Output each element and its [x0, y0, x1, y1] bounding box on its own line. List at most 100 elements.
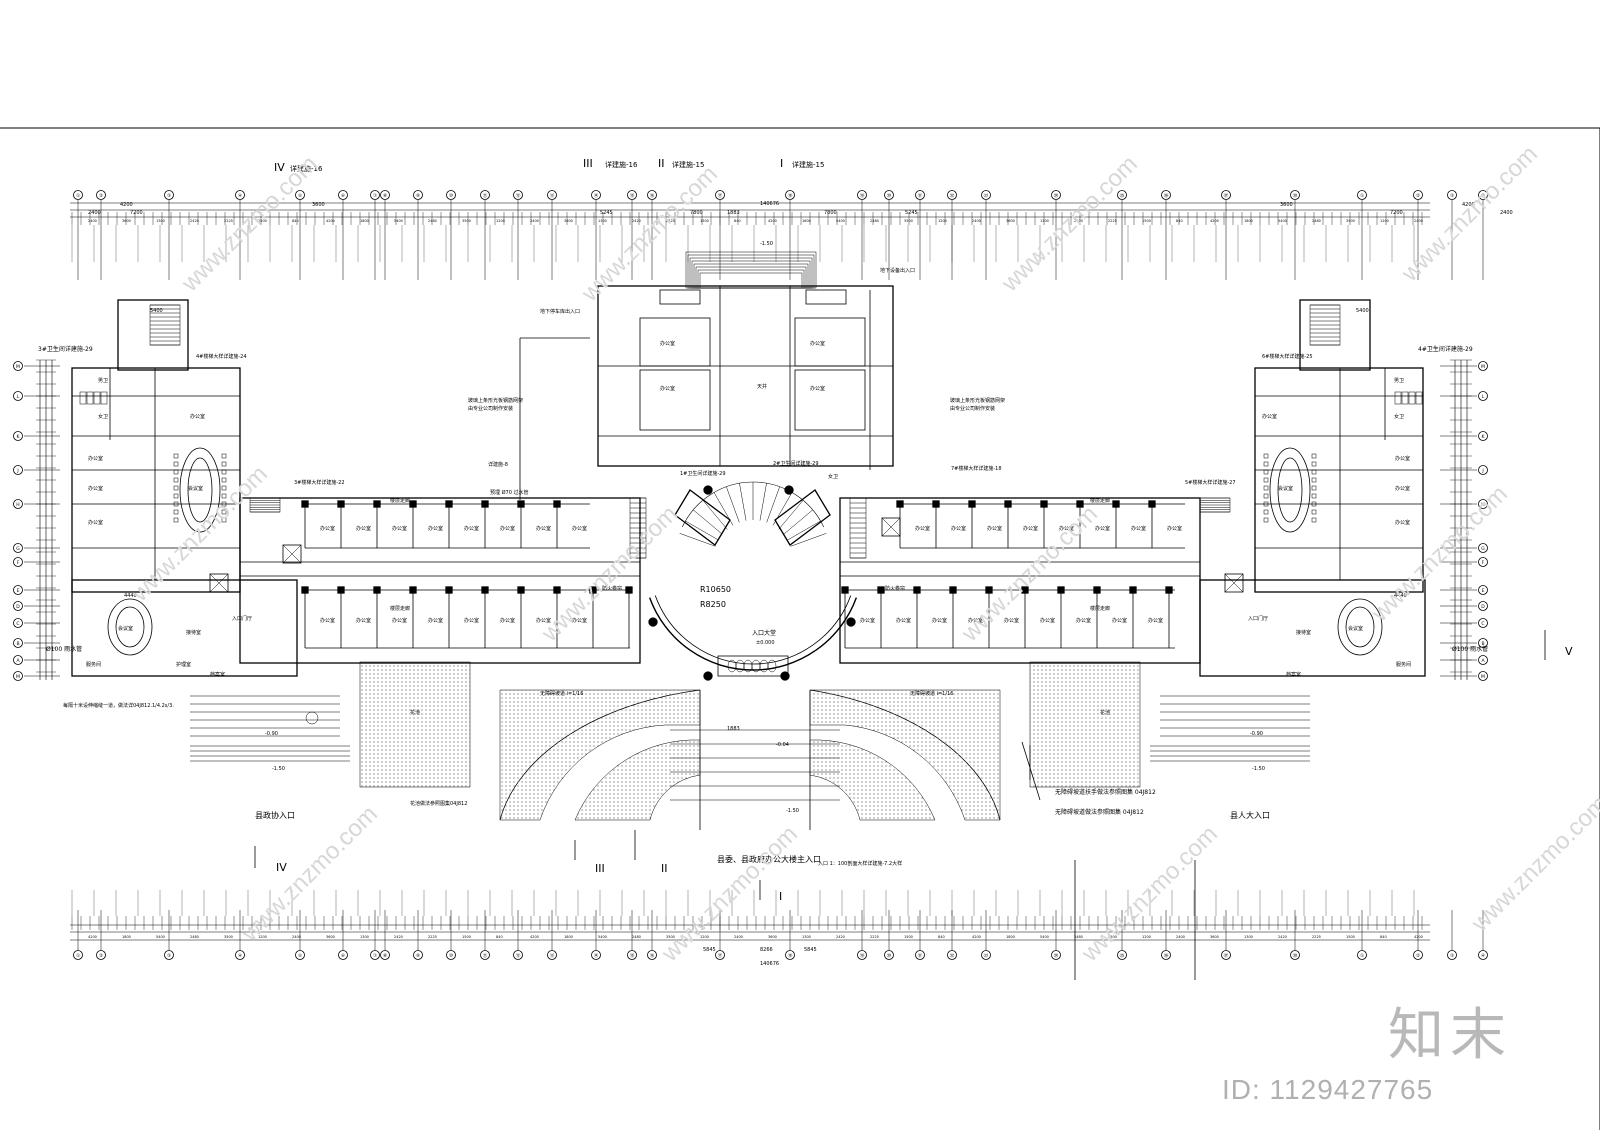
axis-label-right: A: [1481, 658, 1485, 664]
toilet-cubicle: [1394, 391, 1402, 405]
axis-label-right: D: [1481, 604, 1485, 610]
toilet-cubicle: [79, 391, 87, 405]
office-label-upper-right: 办公室: [1023, 525, 1038, 532]
left-wing-outline: [71, 367, 241, 593]
dimension-value-top: 1200: [938, 219, 947, 223]
central-room-b: [639, 369, 711, 431]
axis-label-bottom: ③: [1450, 953, 1454, 959]
right-wing-outline: [1254, 367, 1424, 593]
chair: [1311, 477, 1317, 483]
label-stair-29b: 4#卫生间详建施-29: [1418, 345, 1473, 353]
label-toilet-m-right: 男卫: [1394, 378, 1404, 384]
toilet-cubicle: [93, 391, 101, 405]
rotunda-spoke: [679, 533, 716, 547]
axis-label-left: C: [16, 621, 19, 627]
toilet-cubicle: [86, 391, 94, 405]
axis-label-right: M: [1481, 674, 1485, 680]
axis-bubble-bottom: [884, 950, 894, 960]
office-label-upper-right: 办公室: [1167, 525, 1182, 532]
office-label-lower-right: 办公室: [932, 617, 947, 624]
axis-label-left: D: [16, 604, 20, 610]
dim-7200-right: 7200: [1390, 210, 1403, 216]
dim-3600-a: 3600: [312, 202, 325, 208]
office-label-right-wing: 办公室: [1262, 413, 1277, 420]
label-level-150-center: -1.50: [786, 808, 799, 814]
chair: [1263, 477, 1269, 483]
entry-portico: [717, 655, 789, 677]
axis-label-left: F: [17, 560, 20, 566]
axis-bubble-bottom: [1161, 950, 1171, 960]
office-label-upper-right: 办公室: [1059, 525, 1074, 532]
flower-box: [805, 289, 847, 305]
dimension-value-top: 1500: [700, 219, 709, 223]
dimension-value-bottom: 1800: [122, 935, 131, 939]
dimension-value-bottom: 1200: [700, 935, 709, 939]
office-label-lower-right: 办公室: [1004, 617, 1019, 624]
dimension-value-top: 4200: [326, 219, 335, 223]
axis-bubble-top: [884, 190, 894, 200]
dim-5400-right: 5400: [1356, 308, 1369, 314]
axis-label-right: C: [1481, 621, 1484, 627]
axis-bubble-right: [1478, 601, 1488, 611]
axis-bubble-top: [715, 190, 725, 200]
axis-bubble-top: [857, 190, 867, 200]
axis-label-bottom: ⑱: [788, 952, 793, 959]
office-label-left-wing: 办公室: [88, 519, 103, 526]
chair: [173, 485, 179, 491]
axis-bubble-right: [1478, 499, 1488, 509]
meeting-table-small: [1337, 598, 1383, 656]
label-drain-left: Ø100 雨水管: [46, 645, 82, 653]
axis-bubble-top: [785, 190, 795, 200]
dimension-value-bottom: 4200: [530, 935, 539, 939]
axis-bubble-bottom: [1413, 950, 1423, 960]
meeting-table-inner: [1277, 457, 1303, 523]
axis-label-left: K: [17, 434, 21, 440]
dimension-value-bottom: 1300: [1244, 935, 1253, 939]
rotunda-column: [846, 617, 856, 627]
axis-label-bottom: ㉓: [984, 952, 989, 959]
label-right-entrance: 县人大入口: [1230, 810, 1270, 820]
flower-bed-right: [1029, 661, 1141, 788]
label-toilet-29: 1#卫生间详建施-29: [680, 470, 726, 477]
dimension-value-bottom: 1200: [1142, 935, 1151, 939]
axis-bubble-left: [13, 585, 23, 595]
axis-bubble-bottom: [1447, 950, 1457, 960]
chair: [1263, 501, 1269, 507]
axis-label-left: M: [16, 364, 20, 370]
dimension-value-top: 840: [1176, 219, 1183, 223]
dimension-value-bottom: 3500: [1108, 935, 1117, 939]
meeting-table-inner: [187, 457, 213, 523]
office-label-lower-left: 办公室: [572, 617, 587, 624]
dim-7200-left: 7200: [130, 210, 143, 216]
section-iii-top: III: [583, 157, 593, 170]
section-ii-top-note: 详建施-15: [672, 160, 704, 169]
axis-bubble-bottom: [96, 950, 106, 960]
chair: [221, 453, 227, 459]
axis-bubble-right: [1478, 618, 1488, 628]
chair: [221, 485, 227, 491]
dim-2400-left: 2400: [88, 210, 101, 216]
axis-label-top: ㉑: [918, 192, 923, 199]
dimension-value-top: 3500: [904, 219, 913, 223]
axis-label-top: ⑫: [516, 192, 521, 199]
axis-bubble-left: [13, 601, 23, 611]
dimension-value-top: 2400: [1414, 219, 1423, 223]
elevator-box: [209, 573, 229, 593]
office-label-right-wing: 办公室: [1395, 485, 1410, 492]
dimension-value-top: 1300: [156, 219, 165, 223]
dimension-value-bottom: 5400: [156, 935, 165, 939]
rotunda-spoke: [702, 500, 728, 530]
office-label-upper-right: 办公室: [915, 525, 930, 532]
axis-bubble-bottom: [1357, 950, 1367, 960]
axis-label-bottom: ⑧: [383, 953, 387, 959]
chair: [221, 517, 227, 523]
chair: [173, 517, 179, 523]
top-entry-step: [699, 272, 803, 289]
axis-bubble-top: [1117, 190, 1127, 200]
label-level-stair-left: -1.50: [272, 766, 285, 772]
axis-label-right: M: [1481, 364, 1485, 370]
label-ramp-left: 无障碍坡道 i=1/16: [540, 690, 583, 697]
axis-label-top: ⑨: [416, 193, 420, 199]
axis-label-bottom: ①: [76, 953, 80, 959]
axis-bubble-top: [981, 190, 991, 200]
